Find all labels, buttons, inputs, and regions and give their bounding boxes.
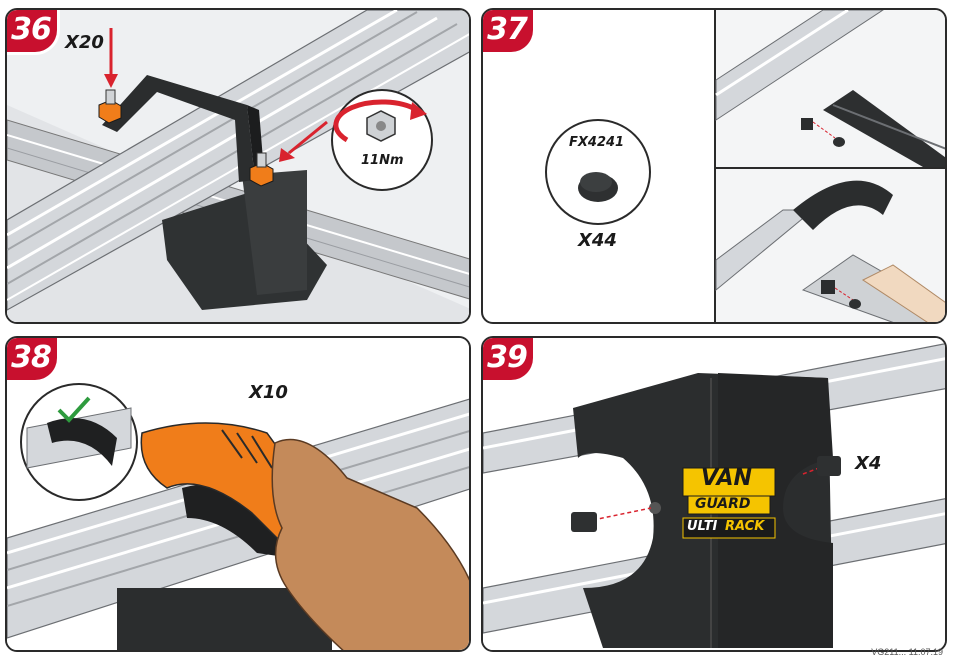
step-36-illustration xyxy=(7,10,469,322)
logo-guard: GUARD xyxy=(695,496,751,512)
torque-callout xyxy=(331,89,433,191)
quantity-label: X4 xyxy=(855,453,882,474)
orange-nut-left xyxy=(98,89,122,124)
step-number-badge: 39 xyxy=(483,338,533,380)
part-code-label: FX4241 xyxy=(569,135,625,150)
quantity-label: X44 xyxy=(578,230,617,251)
arrow-diagonal-icon xyxy=(279,120,328,162)
orange-nut-right xyxy=(249,152,274,187)
step-number-badge: 38 xyxy=(7,338,57,380)
logo-van: VAN xyxy=(701,466,752,491)
arrow-down-icon xyxy=(104,28,118,88)
quantity-label: X20 xyxy=(65,32,104,53)
logo-rack: RACK xyxy=(725,519,765,534)
step-37-illustration xyxy=(545,10,945,322)
quantity-label: X10 xyxy=(249,382,288,403)
step-37-panel: 37 FX4241 X44 xyxy=(481,8,947,324)
step-number-badge: 37 xyxy=(483,10,533,52)
step-number-badge: 36 xyxy=(7,10,57,52)
logo-ulti: ULTI xyxy=(687,519,718,534)
footer-reference: VG211... 11.07.19 xyxy=(871,647,943,657)
torque-label: 11Nm xyxy=(361,153,404,168)
step-39-panel: 39 X4 VAN GUARD ULTI RACK xyxy=(481,336,947,652)
step-39-illustration xyxy=(483,338,945,650)
checkmark-icon xyxy=(57,396,91,423)
end-cap-callout xyxy=(545,119,651,225)
step-36-panel: 36 X20 11Nm xyxy=(5,8,471,324)
step-38-panel: 38 X10 xyxy=(5,336,471,652)
step-38-illustration xyxy=(7,338,469,650)
check-callout xyxy=(20,383,138,501)
